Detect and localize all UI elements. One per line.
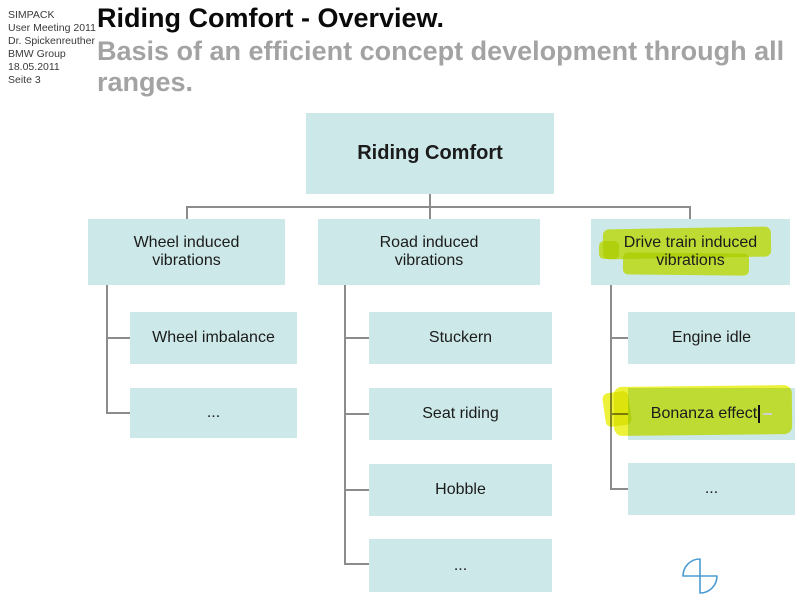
node-road-induced-vibrations[interactable]: Road induced vibrations (318, 219, 540, 285)
highlighter-mark (599, 241, 619, 259)
node-riding-comfort[interactable]: Riding Comfort (306, 113, 554, 194)
meta-line-project: SIMPACK (8, 9, 55, 21)
connector-line (344, 285, 346, 565)
node-seat-riding[interactable]: Seat riding (369, 388, 552, 440)
node-label: Drive train induced vibrations (623, 234, 758, 269)
node-hobble[interactable]: Hobble (369, 464, 552, 516)
connector-line (344, 413, 369, 415)
node-wheel-induced-vibrations[interactable]: Wheel induced vibrations (88, 219, 285, 285)
connector-line (186, 206, 188, 219)
node-label: Riding Comfort (357, 142, 503, 164)
node-label: Stuckern (428, 329, 493, 346)
simpack-logo-icon (682, 558, 718, 594)
connector-line (186, 206, 691, 208)
meta-line-company: BMW Group (8, 48, 66, 60)
node-drive-train-induced-vibrations[interactable]: Drive train induced vibrations (591, 219, 790, 285)
node-label: Engine idle (671, 329, 752, 346)
node-engine-idle[interactable]: Engine idle (628, 312, 795, 364)
connector-line (106, 412, 130, 414)
node-label: Seat riding (422, 405, 499, 422)
connector-line (689, 206, 691, 219)
highlighter-mark (601, 390, 633, 428)
node-label: Bonanza effect (650, 405, 758, 422)
node-wheel-imbalance[interactable]: Wheel imbalance (130, 312, 297, 364)
connector-line (344, 337, 369, 339)
node-drive-more[interactable]: ... (628, 463, 795, 515)
node-label: Hobble (435, 481, 486, 498)
node-wheel-more[interactable]: ... (130, 388, 297, 438)
meta-line-date: 18.05.2011 (8, 61, 60, 73)
meta-line-author: Dr. Spickenreuther (8, 35, 95, 47)
node-label: Road induced vibrations (379, 234, 479, 269)
text-cursor (758, 405, 761, 423)
node-road-more[interactable]: ... (369, 539, 552, 592)
connector-line (610, 337, 628, 339)
node-label: Wheel imbalance (152, 329, 275, 346)
connector-line (344, 489, 369, 491)
node-stuckern[interactable]: Stuckern (369, 312, 552, 364)
page-subtitle: Basis of an efficient concept developmen… (97, 36, 785, 97)
meta-line-page: Seite 3 (8, 74, 41, 86)
meta-line-event: User Meeting 2011 (8, 22, 96, 34)
connector-line (344, 563, 369, 565)
page-title: Riding Comfort - Overview. (97, 3, 445, 33)
connector-line (106, 285, 108, 413)
node-label: ... (453, 556, 468, 574)
node-label: ... (206, 404, 221, 421)
connector-line (106, 337, 130, 339)
node-label: Wheel induced vibrations (133, 234, 240, 269)
node-bonanza-effect[interactable]: Bonanza effect (601, 385, 795, 440)
connector-line (610, 285, 612, 489)
node-label: ... (704, 480, 719, 497)
slide-meta: SIMPACK User Meeting 2011 Dr. Spickenreu… (8, 9, 96, 87)
connector-line (610, 488, 628, 490)
selection-dash (763, 413, 773, 415)
